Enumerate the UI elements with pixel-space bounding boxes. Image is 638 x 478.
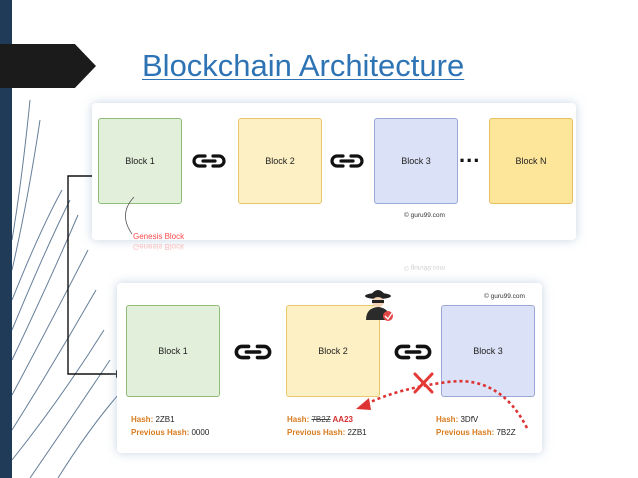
chain-link-icon <box>394 344 432 360</box>
title-arrow-shape <box>0 44 96 88</box>
block2-previous-hash: Previous Hash: 2ZB1 <box>287 428 367 437</box>
top-block-2: Block 2 <box>238 118 322 204</box>
bottom-block-2-label: Block 2 <box>318 346 348 356</box>
block1-previous-hash: Previous Hash: 0000 <box>131 428 210 437</box>
bottom-block-1-label: Block 1 <box>158 346 188 356</box>
top-block-n-label: Block N <box>515 156 547 166</box>
top-block-3-label: Block 3 <box>401 156 431 166</box>
bottom-credit: © guru99.com <box>484 293 525 300</box>
chain-link-icon <box>234 344 272 360</box>
block3-previous-hash: Previous Hash: 7B2Z <box>436 428 516 437</box>
ellipsis: ... <box>459 142 481 167</box>
chain-link-icon <box>192 154 226 168</box>
genesis-block-label: Genesis Block <box>133 232 185 241</box>
block2-old-hash: 7B2Z <box>311 415 331 424</box>
bottom-block-1: Block 1 <box>126 305 220 397</box>
top-block-1-label: Block 1 <box>125 156 155 166</box>
chain-link-icon <box>330 154 364 168</box>
block2-new-hash: AA23 <box>332 415 353 424</box>
top-credit: © guru99.com <box>404 212 445 219</box>
block3-hash: Hash: 3DfV <box>436 415 479 424</box>
slide-title: Blockchain Architecture <box>142 48 465 83</box>
top-block-3: Block 3 <box>374 118 458 204</box>
top-block-2-label: Block 2 <box>265 156 295 166</box>
bottom-block-2: Block 2 <box>286 305 380 397</box>
block2-hash: Hash: 7B2Z AA23 <box>287 415 353 424</box>
top-block-1: Block 1 <box>98 118 182 204</box>
bottom-block-3-label: Block 3 <box>473 346 503 356</box>
block1-hash: Hash: 2ZB1 <box>131 415 175 424</box>
left-accent-bar <box>0 0 12 478</box>
bottom-block-3: Block 3 <box>441 305 535 397</box>
top-block-n: Block N <box>489 118 573 204</box>
